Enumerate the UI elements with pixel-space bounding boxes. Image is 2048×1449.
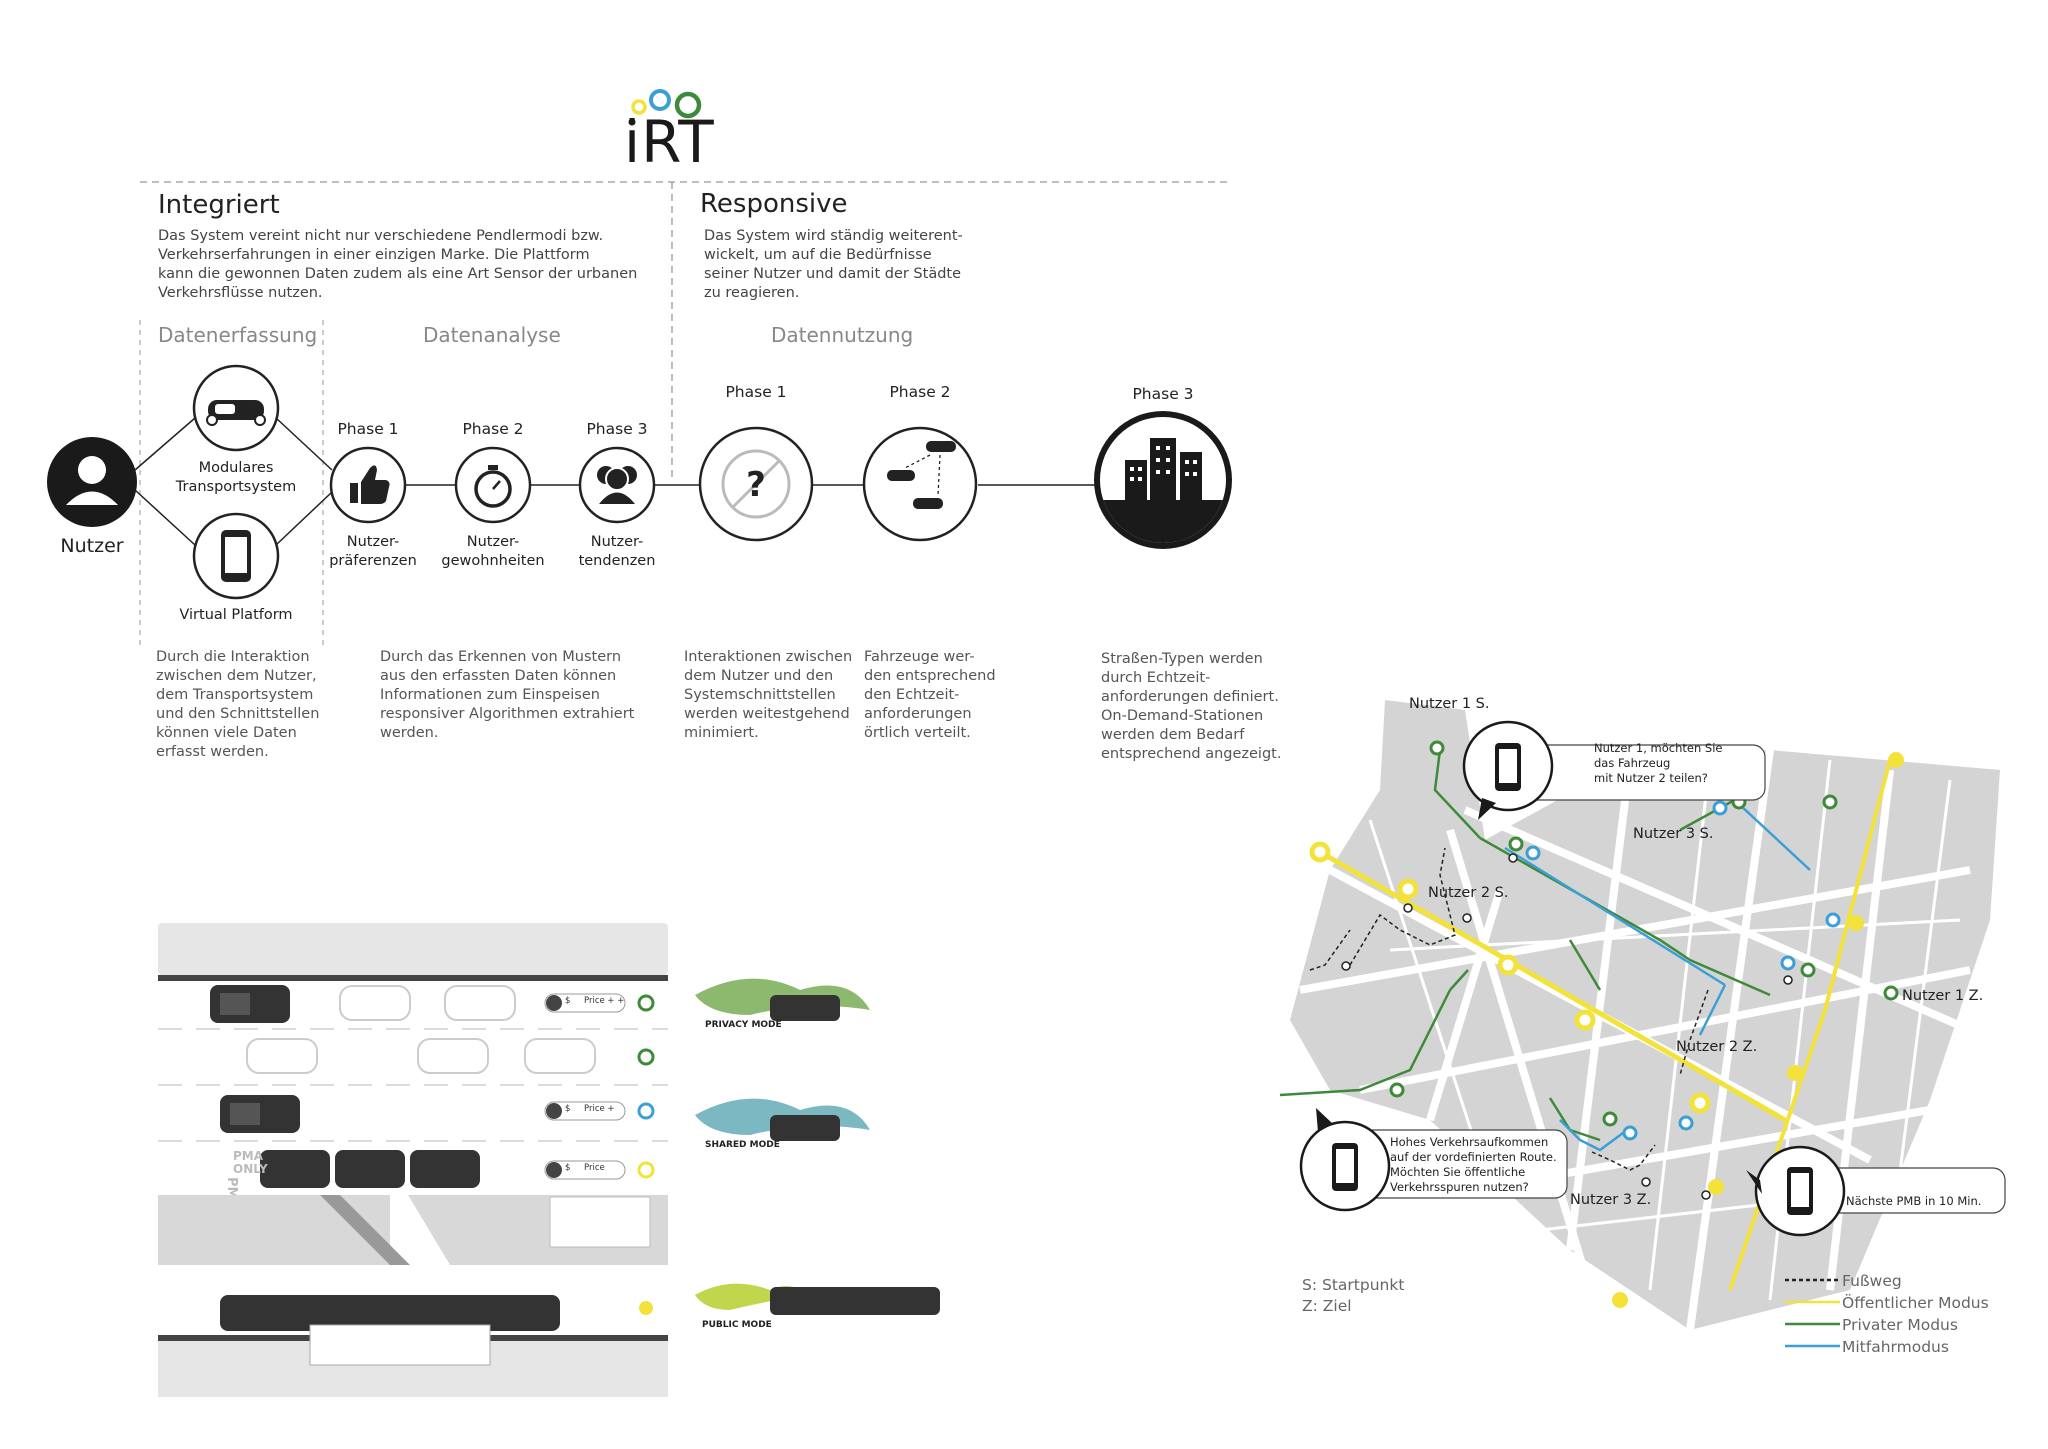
smartphone-icon [192,512,280,600]
stopwatch-icon [454,446,532,524]
privacy-mode-graphic [695,978,870,1021]
analyse-phase3-label: Phase 3 [586,420,648,438]
legend-oeffentlich: Öffentlicher Modus [1842,1294,1989,1312]
analyse-phase2-label: Phase 2 [462,420,524,438]
price-plus: Price + [584,1104,615,1114]
desc-nutzung-phase1: Interaktionen zwischen dem Nutzer und de… [684,649,853,741]
stage-datenerfassung: Datenerfassung [158,323,318,347]
bubble-share-text: Nutzer 1, möchten Sie das Fahrzeug mit N… [1594,741,1723,785]
nutzung-phase3-label: Phase 3 [1132,385,1194,403]
bubble-share [1462,720,1766,820]
currency-3: $ [565,1163,571,1173]
legend-fussweg: Fußweg [1842,1272,1902,1290]
price-pills [544,993,626,1180]
nutzung-phase1-label: Phase 1 [725,383,787,401]
currency-1: $ [565,996,571,1006]
thumbs-up-icon [329,446,407,524]
virtual-platform-label: Virtual Platform [179,607,293,623]
nutzung-phase2-label: Phase 2 [889,383,951,401]
logo-circles [628,89,702,126]
group-icon [578,446,656,524]
bubble-next-pmb [1746,1145,2006,1237]
label-nutzer1-start: Nutzer 1 S. [1409,696,1490,712]
nutzer-label: Nutzer [60,535,124,557]
desc-analyse: Durch das Erkennen von Mustern aus den e… [380,649,635,741]
public-mode-graphic [695,1283,940,1315]
bubble-next-pmb-text: Nächste PMB in 10 Min. [1846,1194,1982,1208]
key-ziel: Z: Ziel [1302,1297,1352,1315]
price-base: Price [584,1163,605,1173]
privacy-mode-label: PRIVACY MODE [705,1020,782,1030]
label-nutzer2-start: Nutzer 2 S. [1428,885,1509,901]
bubble-traffic-text: Hohes Verkehrsaufkommen auf der vordefin… [1390,1135,1557,1194]
vehicle-distribution-icon [862,426,978,542]
diagram-graphics: ? [47,89,1232,650]
desc-erfassung: Durch die Interaktion zwischen dem Nutze… [156,649,320,760]
tendenzen-label: Nutzer- tendenzen [578,534,656,569]
shared-mode-label: SHARED MODE [705,1140,780,1150]
street-illustration: PMA [158,923,940,1397]
pod-vehicles [210,985,560,1331]
user-icon [47,437,137,527]
responsive-body: Das System wird ständig weiterent- wicke… [704,228,963,301]
modular-label: Modulares Transportsystem [175,460,297,495]
legend-privat: Privater Modus [1842,1316,1958,1334]
route-map [1279,700,2006,1348]
no-question-icon: ? [698,426,814,542]
praeferenzen-label: Nutzer- präferenzen [329,534,417,569]
vehicle-icon [192,364,280,452]
pma-only-label: PMA ONLY [233,1149,268,1176]
key-start: S: Startpunkt [1302,1276,1405,1294]
public-mode-label: PUBLIC MODE [702,1320,772,1330]
label-nutzer2-ziel: Nutzer 2 Z. [1676,1039,1758,1055]
city-icon [1094,411,1232,549]
price-plus-plus: Price + + [584,996,625,1006]
legend-mitfahr: Mitfahrmodus [1842,1338,1949,1356]
responsive-title: Responsive [700,189,848,219]
integriert-title: Integriert [158,190,280,220]
desc-nutzung-phase2: Fahrzeuge wer- den entsprechend den Echt… [864,649,996,741]
gewohnheiten-label: Nutzer- gewohnheiten [441,534,545,569]
integriert-body: Das System vereint nicht nur verschieden… [158,228,638,301]
stage-datennutzung: Datennutzung [771,323,914,347]
logo-text: iRT [624,108,715,176]
currency-2: $ [565,1104,571,1114]
desc-nutzung-phase3: Straßen-Typen werden durch Echtzeit- anf… [1101,651,1282,762]
svg-text:?: ? [746,465,766,505]
label-nutzer3-start: Nutzer 3 S. [1633,826,1714,842]
bubble-traffic [1299,1108,1568,1212]
shared-mode-graphic [695,1098,870,1141]
stage-datenanalyse: Datenanalyse [423,323,561,347]
label-nutzer1-ziel: Nutzer 1 Z. [1902,988,1984,1004]
label-nutzer3-ziel: Nutzer 3 Z. [1570,1192,1652,1208]
analyse-phase1-label: Phase 1 [337,420,399,438]
